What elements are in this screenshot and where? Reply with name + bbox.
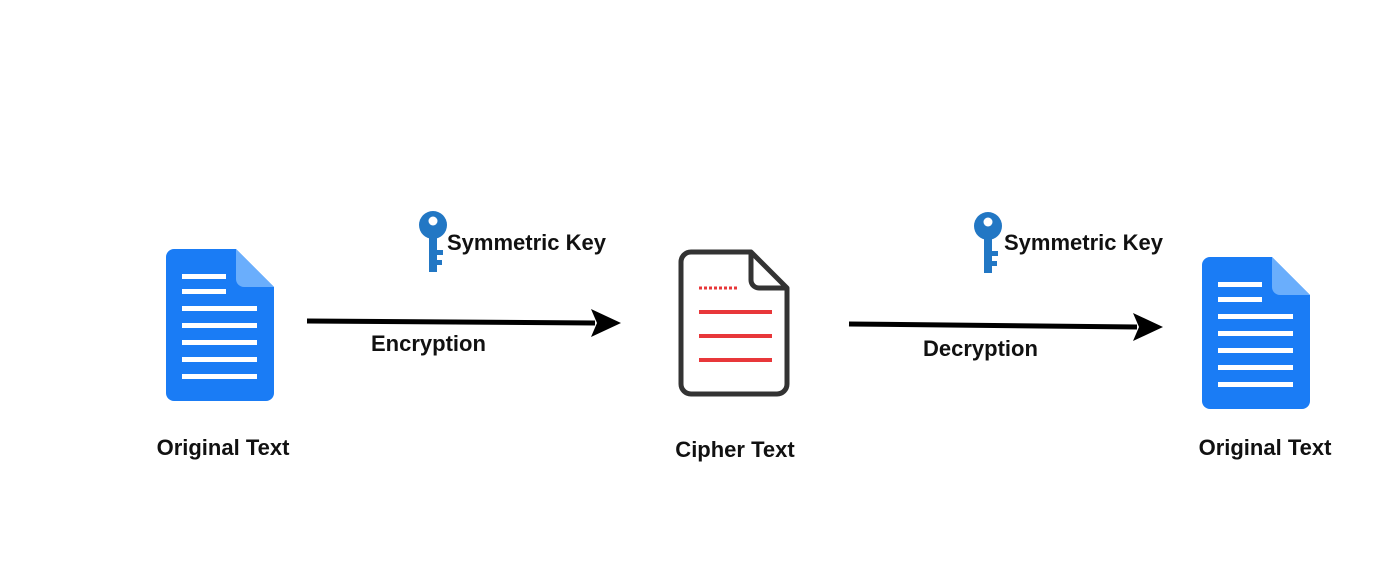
document-icon [1202,257,1310,409]
key-label-decryption: Symmetric Key [1004,230,1163,255]
arrow-encryption [306,309,621,337]
key-icon [974,212,1002,273]
node-label-cipher-text: Cipher Text [675,437,795,462]
node-label-original-text-source: Original Text [156,435,290,460]
node-label-original-text-result: Original Text [1198,435,1332,460]
key-icon [419,211,447,272]
document-icon [166,249,274,401]
edge-label-decryption: Decryption [923,336,1038,361]
edge-label-encryption: Encryption [371,331,486,356]
document-outline-icon [678,249,790,397]
key-label-encryption: Symmetric Key [447,230,606,255]
arrow-decryption [848,313,1163,341]
